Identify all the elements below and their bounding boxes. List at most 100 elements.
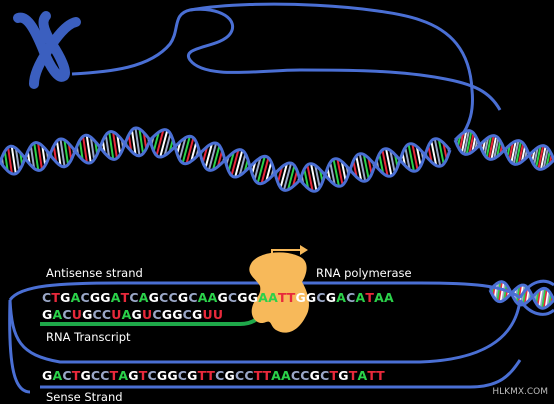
helix-left-base-pair (34, 143, 38, 170)
antisense-base: C (159, 290, 168, 305)
sense-base: G (42, 368, 52, 383)
sense-base: T (110, 368, 119, 383)
sense-base: G (128, 368, 138, 383)
sense-base: C (291, 368, 300, 383)
sense-strand-label: Sense Strand (46, 390, 123, 404)
helix-left-base-pair (87, 135, 91, 162)
sense-base: A (281, 368, 291, 383)
antisense-base: C (80, 290, 89, 305)
rna-base: G (172, 307, 182, 322)
antisense-base: A (355, 290, 365, 305)
sense-base: A (118, 368, 128, 383)
rna-transcript-label: RNA Transcript (46, 330, 131, 344)
antisense-base: G (100, 290, 110, 305)
sense-base: T (254, 368, 263, 383)
sense-base: T (139, 368, 148, 383)
rna-sequence: GACUGCCUAGUCGGCGUU (42, 307, 223, 322)
sense-base: C (178, 368, 187, 383)
sense-base: T (72, 368, 81, 383)
antisense-base: A (268, 290, 278, 305)
sense-sequence: GACTGCCTAGTCGGCGTTCGCCTTAACCGCTGTATT (42, 368, 385, 383)
sense-base: C (91, 368, 100, 383)
sense-base: G (310, 368, 320, 383)
helix-left-base-pair (12, 146, 16, 173)
dna-thread (72, 9, 500, 110)
rna-base: C (102, 307, 111, 322)
antisense-base: A (336, 290, 346, 305)
antisense-base: C (346, 290, 355, 305)
rna-base: U (213, 307, 223, 322)
rna-base: G (132, 307, 142, 322)
sense-base: G (338, 368, 348, 383)
chromosome-icon (18, 16, 76, 84)
antisense-base: A (384, 290, 394, 305)
antisense-base: G (248, 290, 258, 305)
rna-base: G (192, 307, 202, 322)
antisense-base: C (129, 290, 138, 305)
rna-base: C (62, 307, 71, 322)
antisense-base: C (228, 290, 237, 305)
antisense-base: G (295, 290, 305, 305)
sense-base: G (187, 368, 197, 383)
rna-base: U (111, 307, 121, 322)
sense-base: C (100, 368, 109, 383)
sense-base: T (262, 368, 271, 383)
antisense-strand-label: Antisense strand (46, 266, 143, 280)
helix-middle-backbone-2 (150, 130, 300, 191)
rna-base: G (42, 307, 52, 322)
rna-base: U (72, 307, 82, 322)
antisense-base: C (168, 290, 177, 305)
antisense-base: G (149, 290, 159, 305)
sense-base: C (62, 368, 71, 383)
sense-base: G (224, 368, 234, 383)
sense-base: T (206, 368, 215, 383)
antisense-base: A (111, 290, 121, 305)
rna-polymerase-label: RNA polymerase (316, 266, 412, 280)
antisense-base: C (188, 290, 197, 305)
antisense-sequence: CTGACGGATCAGCCGCAAGCGGAATTGGCGACATAA (42, 290, 394, 305)
rna-base: G (82, 307, 92, 322)
watermark: HLKMX.COM (492, 387, 548, 397)
sense-base: T (376, 368, 385, 383)
antisense-base: G (326, 290, 336, 305)
sense-base: T (330, 368, 339, 383)
sense-base: G (157, 368, 167, 383)
antisense-base: G (178, 290, 188, 305)
antisense-base: A (71, 290, 81, 305)
antisense-base: T (287, 290, 296, 305)
sense-base: C (235, 368, 244, 383)
sense-base: C (300, 368, 309, 383)
rna-base: A (122, 307, 132, 322)
antisense-base: T (365, 290, 374, 305)
antisense-base: A (139, 290, 149, 305)
sense-base: C (147, 368, 156, 383)
rna-base: C (152, 307, 161, 322)
antisense-base: A (258, 290, 268, 305)
antisense-base: A (198, 290, 208, 305)
rna-base: C (93, 307, 102, 322)
sense-base: G (167, 368, 177, 383)
sense-base: A (357, 368, 367, 383)
antisense-base: T (51, 290, 60, 305)
rna-base: A (52, 307, 62, 322)
antisense-base: G (217, 290, 227, 305)
antisense-base: G (237, 290, 247, 305)
sense-base: T (198, 368, 207, 383)
antisense-base: A (374, 290, 384, 305)
rna-base: C (183, 307, 192, 322)
sense-base: C (215, 368, 224, 383)
rna-base: G (162, 307, 172, 322)
sense-base: G (80, 368, 90, 383)
antisense-base: A (208, 290, 218, 305)
antisense-base: G (60, 290, 70, 305)
antisense-base: T (278, 290, 287, 305)
antisense-base: C (316, 290, 325, 305)
sense-base: T (349, 368, 358, 383)
antisense-base: G (306, 290, 316, 305)
sense-base: C (244, 368, 253, 383)
antisense-base: C (42, 290, 51, 305)
sense-base: A (52, 368, 62, 383)
helix-left-base-pair (109, 132, 113, 159)
sense-base: T (367, 368, 376, 383)
